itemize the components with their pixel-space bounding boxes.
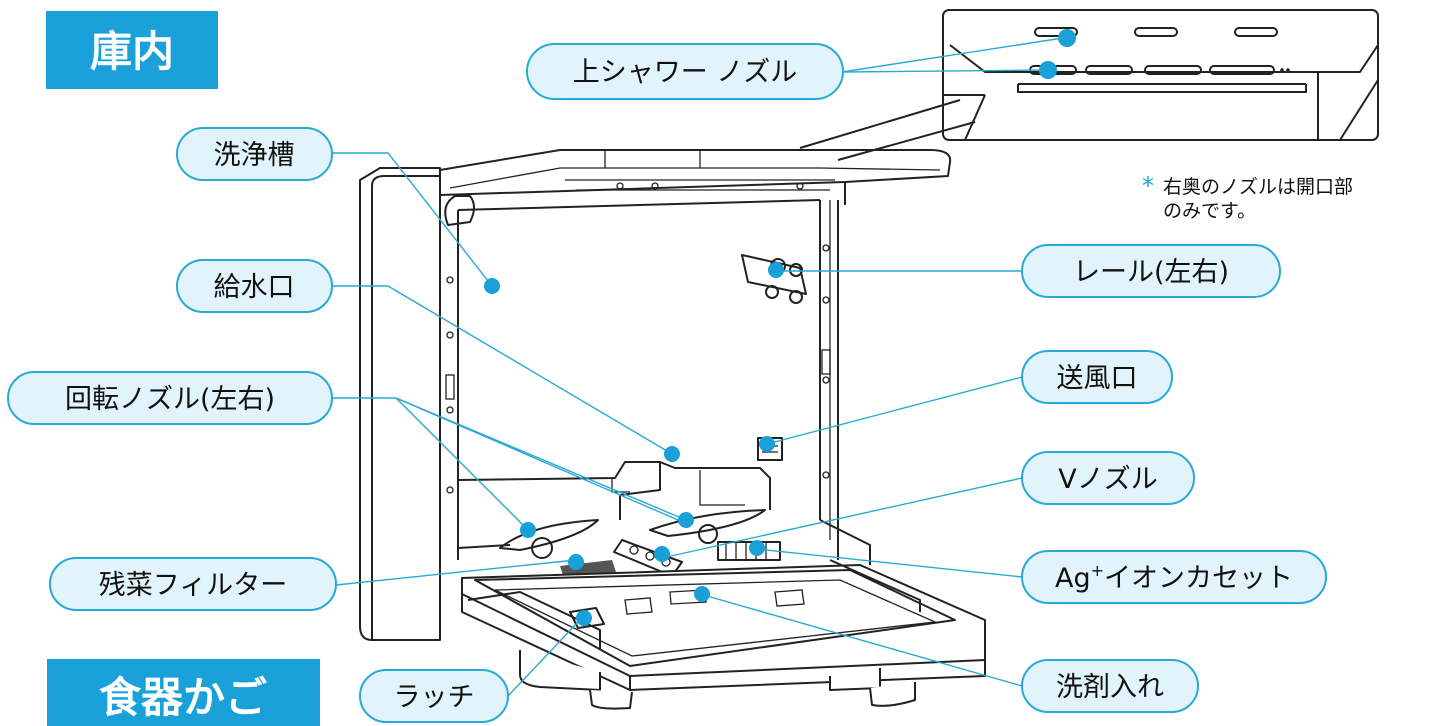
dot-rail bbox=[768, 262, 784, 278]
dot-air-outlet bbox=[759, 436, 775, 452]
svg-text:送風口: 送風口 bbox=[1057, 363, 1138, 394]
label-rail: レール(左右) bbox=[1021, 244, 1281, 298]
label-wash-tub: 洗浄槽 bbox=[176, 127, 333, 181]
svg-text:回転ノズル(左右): 回転ノズル(左右) bbox=[65, 384, 275, 415]
svg-text:レール(左右): レール(左右) bbox=[1073, 257, 1229, 288]
upper-nozzle-inset bbox=[799, 9, 1379, 161]
callout-dots bbox=[484, 262, 784, 626]
svg-text:上シャワー ノズル: 上シャワー ノズル bbox=[573, 57, 798, 88]
footnote: * 右奥のノズルは開口部 のみです。 bbox=[1142, 172, 1353, 222]
svg-text:残菜フィルター: 残菜フィルター bbox=[99, 570, 287, 601]
footnote-asterisk: * bbox=[1142, 172, 1154, 200]
label-air-outlet: 送風口 bbox=[1021, 350, 1173, 404]
label-upper-shower-nozzle: 上シャワー ノズル bbox=[526, 43, 844, 100]
svg-text:食器かご: 食器かご bbox=[99, 673, 267, 722]
svg-text:洗剤入れ: 洗剤入れ bbox=[1056, 672, 1164, 703]
svg-text:給水口: 給水口 bbox=[214, 272, 295, 303]
dot-v-nozzle bbox=[654, 546, 670, 562]
dishwasher-illustration bbox=[359, 149, 986, 710]
label-water-inlet: 給水口 bbox=[176, 259, 333, 313]
label-detergent-case: 洗剤入れ bbox=[1021, 659, 1199, 713]
svg-text:庫内: 庫内 bbox=[90, 27, 174, 76]
dot-detergent bbox=[694, 586, 710, 602]
svg-text:洗浄槽: 洗浄槽 bbox=[214, 140, 295, 171]
label-food-filter: 残菜フィルター bbox=[49, 557, 337, 611]
dot-water-inlet bbox=[664, 446, 680, 462]
section-header-interior: 庫内 bbox=[46, 11, 218, 89]
section-header-basket: 食器かご bbox=[47, 659, 320, 726]
svg-text:ラッチ: ラッチ bbox=[394, 682, 475, 713]
svg-text:Ag+イオンカセット: Ag+イオンカセット bbox=[1055, 561, 1293, 594]
dot-ag-cassette bbox=[749, 540, 765, 556]
label-latch: ラッチ bbox=[359, 669, 509, 723]
dot-rotary-left bbox=[520, 522, 536, 538]
footnote-line-1: 右奥のノズルは開口部 bbox=[1163, 176, 1353, 198]
label-v-nozzle: Vノズル bbox=[1021, 451, 1195, 505]
dot-wash-tub bbox=[484, 278, 500, 294]
dot-latch bbox=[576, 610, 592, 626]
dot-rotary-right bbox=[678, 512, 694, 528]
label-rotary-nozzle: 回転ノズル(左右) bbox=[7, 371, 333, 425]
footnote-line-2: のみです。 bbox=[1163, 200, 1256, 222]
dot-food-filter bbox=[568, 554, 584, 570]
leader-lines bbox=[332, 37, 1064, 697]
label-ag-ion-cassette: Ag+イオンカセット bbox=[1021, 550, 1327, 604]
svg-text:Vノズル: Vノズル bbox=[1058, 464, 1157, 495]
